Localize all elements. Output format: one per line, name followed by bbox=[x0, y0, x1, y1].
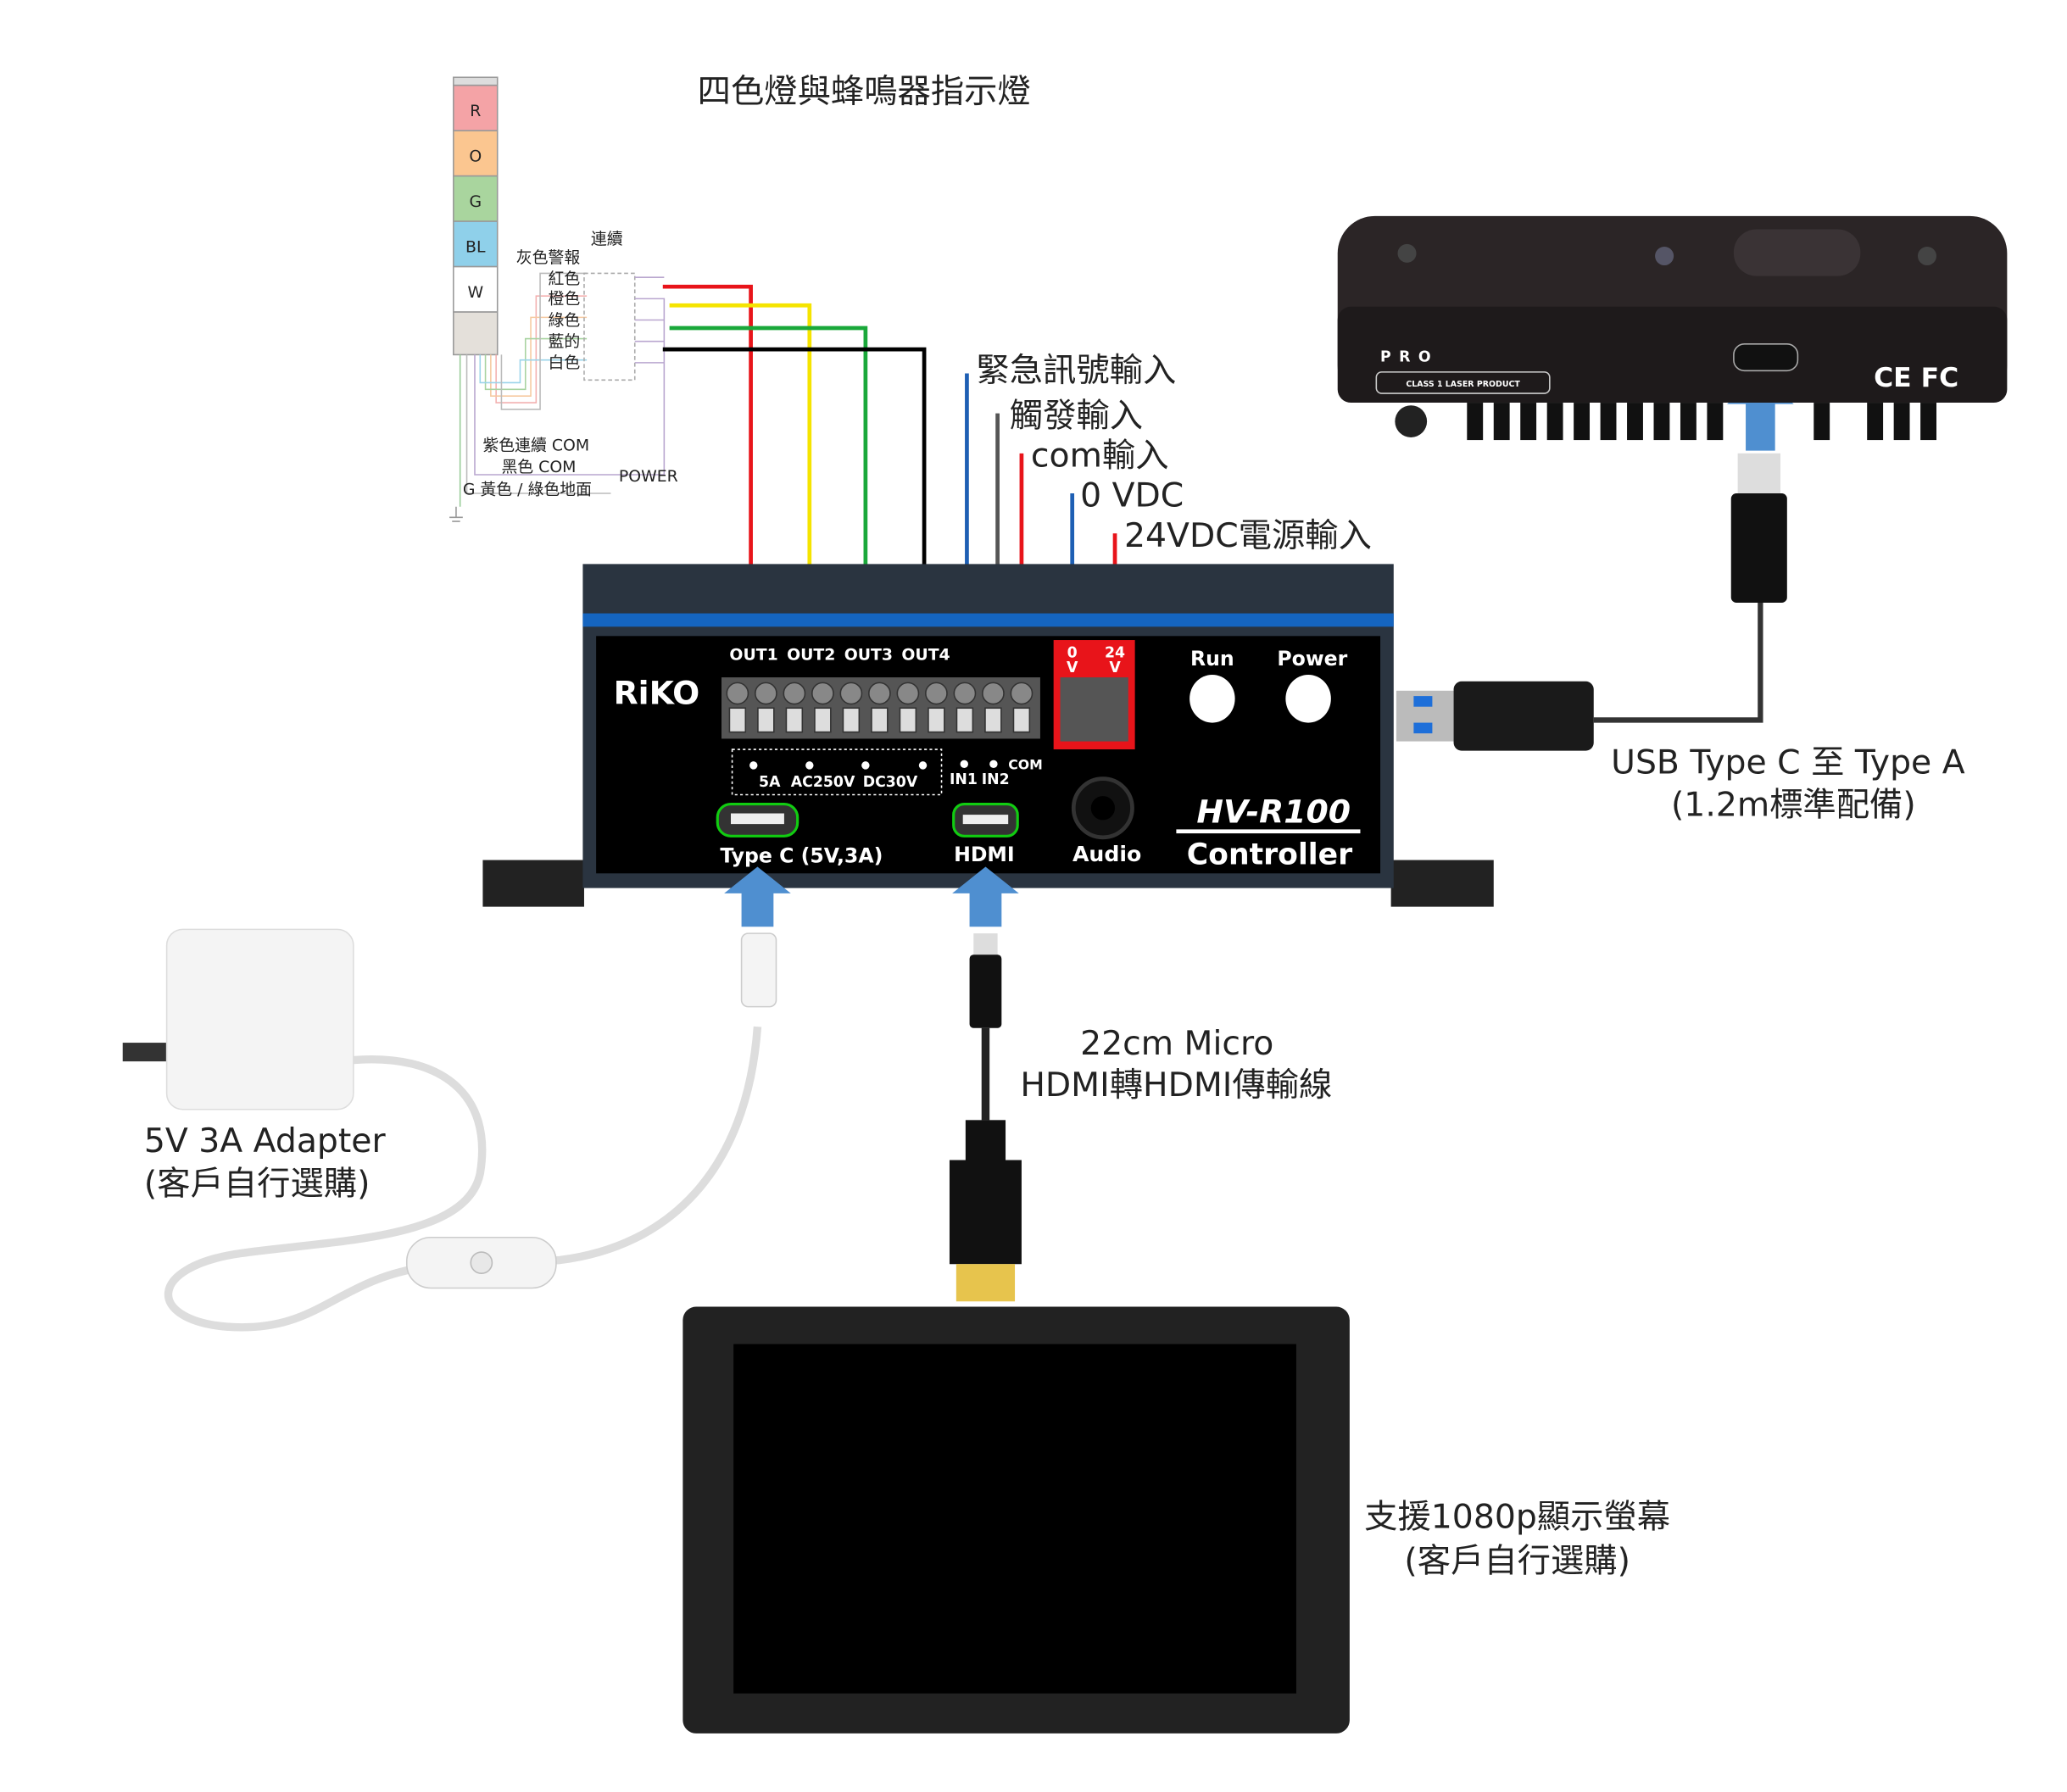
zero-vdc-label: 0 VDC bbox=[1080, 477, 1184, 515]
switch-label-red: 紅色 bbox=[549, 270, 581, 288]
segment-g: G bbox=[469, 192, 482, 211]
segment-o: O bbox=[469, 147, 482, 165]
terminal-slot bbox=[1012, 707, 1031, 733]
switch-label-orange: 橙色 bbox=[549, 290, 581, 309]
certification-marks: CE FC bbox=[1874, 363, 1958, 393]
power-input-label: 24VDC電源輸入 bbox=[1124, 517, 1372, 555]
in2-label: IN2 bbox=[982, 771, 1010, 788]
arrow-up-icon bbox=[724, 866, 791, 927]
monitor bbox=[682, 1306, 1350, 1734]
power-led bbox=[1285, 674, 1331, 723]
power-adapter bbox=[122, 928, 777, 1332]
terminal-block[interactable] bbox=[721, 677, 1123, 739]
black-com-label: 黑色 COM bbox=[501, 458, 576, 476]
hdmi-cable-label: 22cm Micro bbox=[1080, 1025, 1273, 1063]
terminal-screw[interactable] bbox=[811, 682, 834, 705]
camera-usb-port[interactable] bbox=[1733, 343, 1799, 372]
terminal-screw[interactable] bbox=[868, 682, 891, 705]
ground-icon bbox=[449, 506, 463, 522]
switch-label-blue: 藍的 bbox=[549, 332, 581, 351]
rating-ac: AC250V bbox=[791, 774, 855, 791]
switch-label-green: 綠色 bbox=[549, 311, 581, 330]
typec-label: Type C (5V,3A) bbox=[720, 844, 883, 868]
terminal-slot bbox=[871, 707, 889, 733]
continuous-label: 連續 bbox=[591, 230, 623, 248]
segment-r: R bbox=[470, 102, 481, 120]
purple-com-label: 紫色連續 COM bbox=[482, 437, 589, 455]
monitor-sublabel: (客戶自行選購) bbox=[1404, 1543, 1630, 1581]
terminal-screw[interactable] bbox=[783, 682, 806, 705]
terminal-slot bbox=[842, 707, 861, 733]
zero-v-label-top: 0 bbox=[1067, 644, 1078, 661]
hdmi-label: HDMI bbox=[954, 843, 1015, 866]
trigger-input-label: 觸發輸入 bbox=[1010, 397, 1143, 435]
terminal-slot bbox=[899, 707, 917, 733]
out4-label: OUT4 bbox=[901, 646, 950, 665]
adapter-sublabel: (客戶自行選購) bbox=[144, 1165, 370, 1203]
emergency-input-label: 緊急訊號輸入 bbox=[976, 352, 1176, 390]
terminal-slot bbox=[728, 707, 747, 733]
tower-title: 四色燈與蜂鳴器指示燈 bbox=[698, 73, 1031, 111]
camera-device: PRO CLASS 1 LASER PRODUCT CE FC bbox=[1337, 215, 2008, 441]
hdmi-cable-sublabel: HDMI轉HDMI傳輸線 bbox=[1020, 1066, 1332, 1105]
terminal-screw[interactable] bbox=[1010, 682, 1034, 705]
in1-label: IN1 bbox=[950, 771, 978, 788]
switch-label-gray: 灰色警報 bbox=[516, 248, 581, 267]
v24-label-top: 24 bbox=[1105, 644, 1125, 661]
audio-label: Audio bbox=[1072, 842, 1141, 866]
riko-logo: RiKO bbox=[614, 675, 700, 712]
run-label: Run bbox=[1190, 647, 1234, 671]
out2-label: OUT2 bbox=[787, 646, 835, 665]
hv-r100-controller: RiKO OUT1 OUT2 OUT3 OUT4 0 V 24 V Run Po… bbox=[482, 564, 1494, 907]
power-terminal[interactable] bbox=[1060, 677, 1128, 742]
terminal-screw[interactable] bbox=[982, 682, 1005, 705]
terminal-screw[interactable] bbox=[896, 682, 920, 705]
hdmi-cable bbox=[949, 933, 1022, 1302]
camera-brand: PRO bbox=[1380, 348, 1439, 365]
switch-label-white: 白色 bbox=[549, 353, 581, 372]
zero-v-label-bottom: V bbox=[1067, 659, 1078, 676]
power-label: POWER bbox=[619, 467, 678, 486]
terminal-screw[interactable] bbox=[953, 682, 977, 705]
ground-label: G 黃色 / 綠色地面 bbox=[463, 481, 592, 499]
com-label: COM bbox=[1008, 757, 1043, 773]
v24-label-bottom: V bbox=[1109, 659, 1121, 676]
arrow-up-icon bbox=[952, 866, 1019, 927]
mount-foot-right bbox=[1390, 860, 1494, 907]
laser-label: CLASS 1 LASER PRODUCT bbox=[1406, 380, 1520, 389]
terminal-screw[interactable] bbox=[755, 682, 777, 705]
controller-label: Controller bbox=[1187, 838, 1352, 871]
terminal-slot bbox=[956, 707, 974, 733]
tower-light: R O G BL W 四色燈與蜂鳴器指示燈 連續 灰色警報 紅色 橙色 綠色 藍… bbox=[449, 73, 1031, 522]
out3-label: OUT3 bbox=[844, 646, 893, 665]
terminal-screw[interactable] bbox=[839, 682, 863, 705]
com-input-label: com輸入 bbox=[1031, 437, 1169, 476]
model-label: HV-R100 bbox=[1196, 793, 1351, 831]
terminal-slot bbox=[984, 707, 1002, 733]
usb-cable-label: USB Type C 至 Type A bbox=[1611, 743, 1965, 782]
terminal-slot bbox=[785, 707, 804, 733]
terminal-slot bbox=[757, 707, 775, 733]
out1-label: OUT1 bbox=[729, 646, 777, 665]
segment-w: W bbox=[467, 283, 483, 302]
power-led-label: Power bbox=[1277, 647, 1347, 671]
terminal-slot bbox=[814, 707, 832, 733]
usb-cable-sublabel: (1.2m標準配備) bbox=[1671, 787, 1916, 825]
terminal-screw[interactable] bbox=[726, 682, 749, 705]
terminal-slot bbox=[928, 707, 945, 733]
monitor-label: 支援1080p顯示螢幕 bbox=[1364, 1499, 1670, 1537]
run-led bbox=[1190, 674, 1235, 723]
rating-5a: 5A bbox=[759, 774, 781, 791]
usb-cable bbox=[1396, 453, 1787, 751]
rating-dc: DC30V bbox=[863, 774, 918, 791]
terminal-screw[interactable] bbox=[925, 682, 948, 705]
adapter-label: 5V 3A Adapter bbox=[144, 1122, 387, 1160]
segment-bl: BL bbox=[465, 237, 486, 256]
mount-foot-left bbox=[482, 860, 584, 907]
